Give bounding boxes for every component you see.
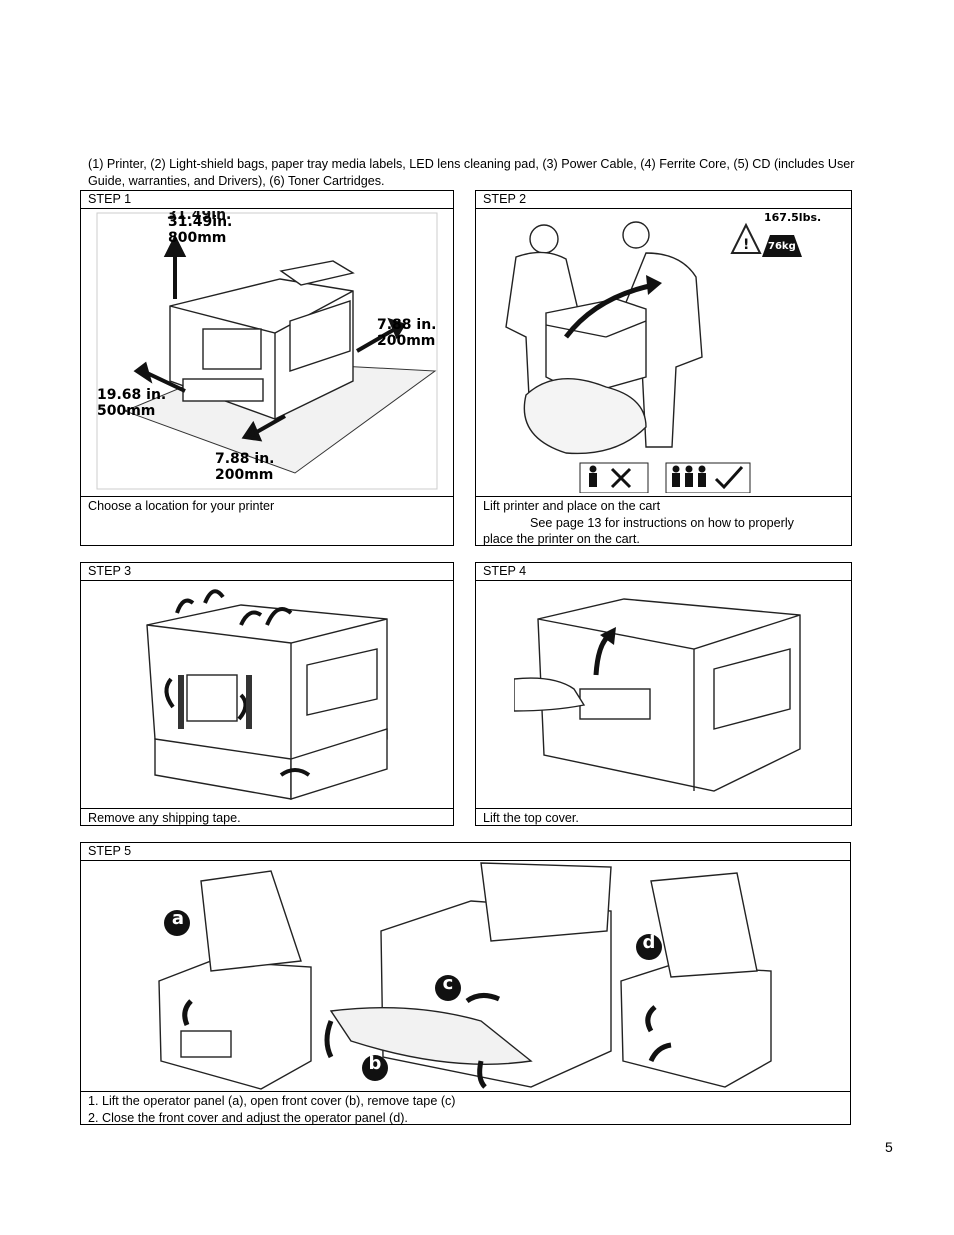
step1-dim-top-in-text: 31.49in. <box>168 214 233 230</box>
step5-illustration <box>151 861 791 1093</box>
step4-box: STEP 4 Lift the top cover. <box>475 562 852 826</box>
step4-header: STEP 4 <box>476 563 851 581</box>
step1-dim-right: 7.88 in. 200mm <box>377 317 437 349</box>
step2-caption-line1: Lift printer and place on the cart <box>483 499 661 513</box>
step2-weight-kg: 76kg <box>768 241 796 252</box>
step2-illustration: ! <box>496 217 836 493</box>
step1-illustration: 31.49in. <box>95 211 441 493</box>
step5-caption-line2: 2. Close the front cover and adjust the … <box>88 1110 408 1125</box>
step3-box: STEP 3 <box>80 562 454 826</box>
step2-caption: Lift printer and place on the cart See p… <box>476 496 851 546</box>
step3-illustration <box>141 579 401 803</box>
step1-caption: Choose a location for your printer <box>81 496 453 545</box>
step1-dim-left-in-text: 19.68 in. <box>97 387 167 403</box>
step2-header: STEP 2 <box>476 191 851 209</box>
step2-caption-line2: See page 13 for instructions on how to p… <box>530 515 794 530</box>
step2-box: STEP 2 ! <box>475 190 852 546</box>
step1-dim-front-in-text: 7.88 in. <box>215 451 275 467</box>
step1-box: STEP 1 <box>80 190 454 546</box>
step5-label-b: b <box>368 1053 382 1074</box>
step1-dim-top: 31.49in. 800mm <box>168 214 232 246</box>
step4-illustration <box>514 579 814 803</box>
step2-weight-lbs: 167.5lbs. <box>764 211 822 224</box>
step1-dim-front: 7.88 in. 200mm <box>215 451 275 483</box>
step4-caption: Lift the top cover. <box>476 808 851 825</box>
step1-dim-front-mm-text: 200mm <box>215 467 274 483</box>
step1-dim-right-mm-text: 200mm <box>377 333 436 349</box>
step3-caption: Remove any shipping tape. <box>81 808 453 825</box>
step5-label-a: a <box>171 908 185 929</box>
step3-header: STEP 3 <box>81 563 453 581</box>
step1-dim-top-mm-text: 800mm <box>168 230 227 246</box>
step5-label-c: c <box>442 973 454 994</box>
step5-caption-line1: 1. Lift the operator panel (a), open fro… <box>88 1094 456 1108</box>
step5-caption: 1. Lift the operator panel (a), open fro… <box>81 1091 850 1125</box>
step1-dim-top-in: 31.49in. <box>167 211 231 223</box>
step1-header: STEP 1 <box>81 191 453 209</box>
step5-label-d: d <box>642 932 656 953</box>
step1-dim-left-mm-text: 500mm <box>97 403 156 419</box>
contents-list: (1) Printer, (2) Light-shield bags, pape… <box>88 157 855 188</box>
page-number: 5 <box>885 1139 893 1155</box>
step1-dim-right-in-text: 7.88 in. <box>377 317 437 333</box>
step1-dim-left: 19.68 in. 500mm <box>97 387 166 419</box>
step5-box: STEP 5 <box>80 842 851 1125</box>
step5-header: STEP 5 <box>81 843 850 861</box>
step2-caption-line3: place the printer on the cart. <box>483 532 640 546</box>
svg-text:!: ! <box>743 237 749 253</box>
